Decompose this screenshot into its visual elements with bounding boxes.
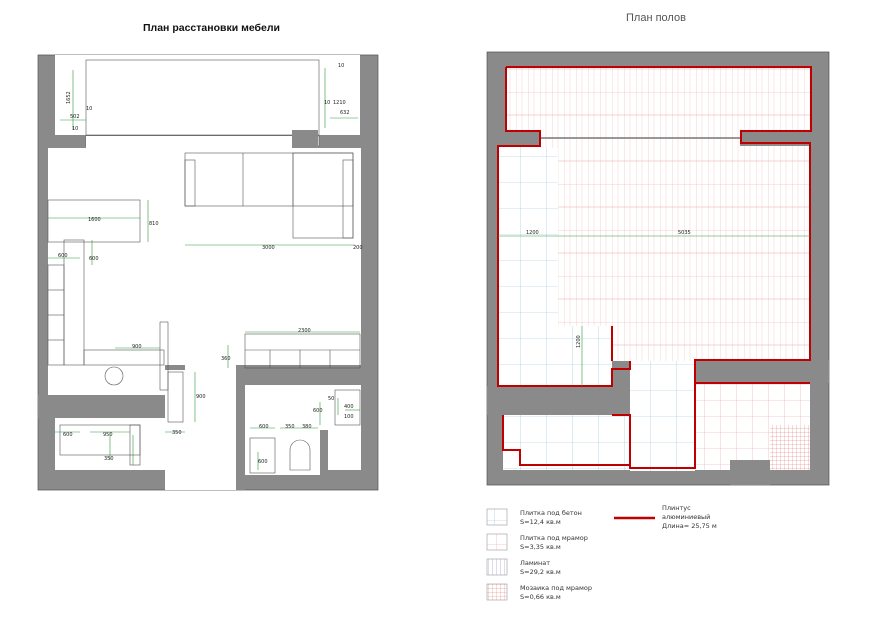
legend-area: S=12,4 кв.м <box>520 518 561 526</box>
dim-3000: 3000 <box>262 245 275 251</box>
legend-plinth-line3: Длина= 25,75 м <box>662 522 717 530</box>
legend-swatch-concrete <box>486 508 508 526</box>
legend-swatch-laminate <box>486 558 508 576</box>
dim-900-b: 900 <box>196 394 206 400</box>
legend-area: S=29,2 кв.м <box>520 568 561 576</box>
dim-632: 632 <box>340 110 350 116</box>
dim-810: 810 <box>149 221 159 227</box>
floor-plan-title: План полов <box>626 12 686 24</box>
dim-10-a: 10 <box>86 106 92 112</box>
dim-1652: 1652 <box>66 91 72 104</box>
dimension-lines <box>48 68 360 470</box>
dim-950: 950 <box>103 432 113 438</box>
dim-100: 100 <box>344 414 354 420</box>
plinth-line <box>497 66 812 469</box>
legend-item-plinth: Плинтус алюминиевый Длина= 25,75 м <box>662 504 717 531</box>
dim-900-a: 900 <box>132 344 142 350</box>
bathroom-fixtures <box>59 371 361 474</box>
dim-1200-a: 1200 <box>526 230 539 236</box>
legend-swatch-mosaic <box>486 583 508 601</box>
dim-600-b: 600 <box>89 256 99 262</box>
dim-350-b: 350 <box>172 430 182 436</box>
dim-400: 400 <box>344 404 354 410</box>
sofa <box>184 152 354 239</box>
dim-10-b: 10 <box>72 126 78 132</box>
dim-10-d: 10 <box>324 100 330 106</box>
tv-console <box>244 333 361 369</box>
legend-plinth-line2: алюминиевый <box>662 513 711 521</box>
legend-label: Ламинат <box>520 559 551 567</box>
dim-350-a: 350 <box>104 456 114 462</box>
furniture-plan-title: План расстановки мебели <box>143 22 280 34</box>
legend-label: Плитка под бетон <box>520 509 582 517</box>
dim-600-e: 600 <box>259 424 269 430</box>
floor-plan: 1200 5035 1200 <box>486 51 830 486</box>
legend-item-mosaic: Мозаика под мрамор S=0,66 кв.м <box>520 584 592 602</box>
furniture-plan: 1652 502 10 10 10 10 1210 632 1600 810 3… <box>37 54 379 491</box>
dim-600-d: 600 <box>63 432 73 438</box>
legend-area: S=0,66 кв.м <box>520 593 561 601</box>
dim-502: 502 <box>70 114 80 120</box>
dim-200: 200 <box>353 245 363 251</box>
dim-360: 360 <box>221 356 231 362</box>
dim-1210: 1210 <box>333 100 346 106</box>
dim-1600: 1600 <box>88 217 101 223</box>
dim-1200-b: 1200 <box>576 335 582 348</box>
dim-380: 380 <box>302 424 312 430</box>
dining-table <box>47 199 141 243</box>
wardrobe <box>47 239 85 366</box>
dim-600-f: 600 <box>258 459 268 465</box>
legend-item-concrete: Плитка под бетон S=12,4 кв.м <box>520 509 582 527</box>
dim-50: 50 <box>328 396 334 402</box>
dim-2300: 2300 <box>298 328 311 334</box>
legend-label: Мозаика под мрамор <box>520 584 593 592</box>
legend-plinth-line1: Плинтус <box>662 504 691 512</box>
legend-area: S=3,35 кв.м <box>520 543 561 551</box>
dim-600-a: 600 <box>58 253 68 259</box>
dim-350-c: 350 <box>285 424 295 430</box>
dim-10-c: 10 <box>338 63 344 69</box>
dim-600-c: 600 <box>313 408 323 414</box>
legend-swatch-marble <box>486 533 508 551</box>
kitchen-counter <box>83 321 169 391</box>
dim-5035: 5035 <box>678 230 691 236</box>
legend-label: Плитка под мрамор <box>520 534 588 542</box>
legend-item-laminate: Ламинат S=29,2 кв.м <box>520 559 561 577</box>
legend-item-marble: Плитка под мрамор S=3,35 кв.м <box>520 534 588 552</box>
legend <box>486 508 655 601</box>
